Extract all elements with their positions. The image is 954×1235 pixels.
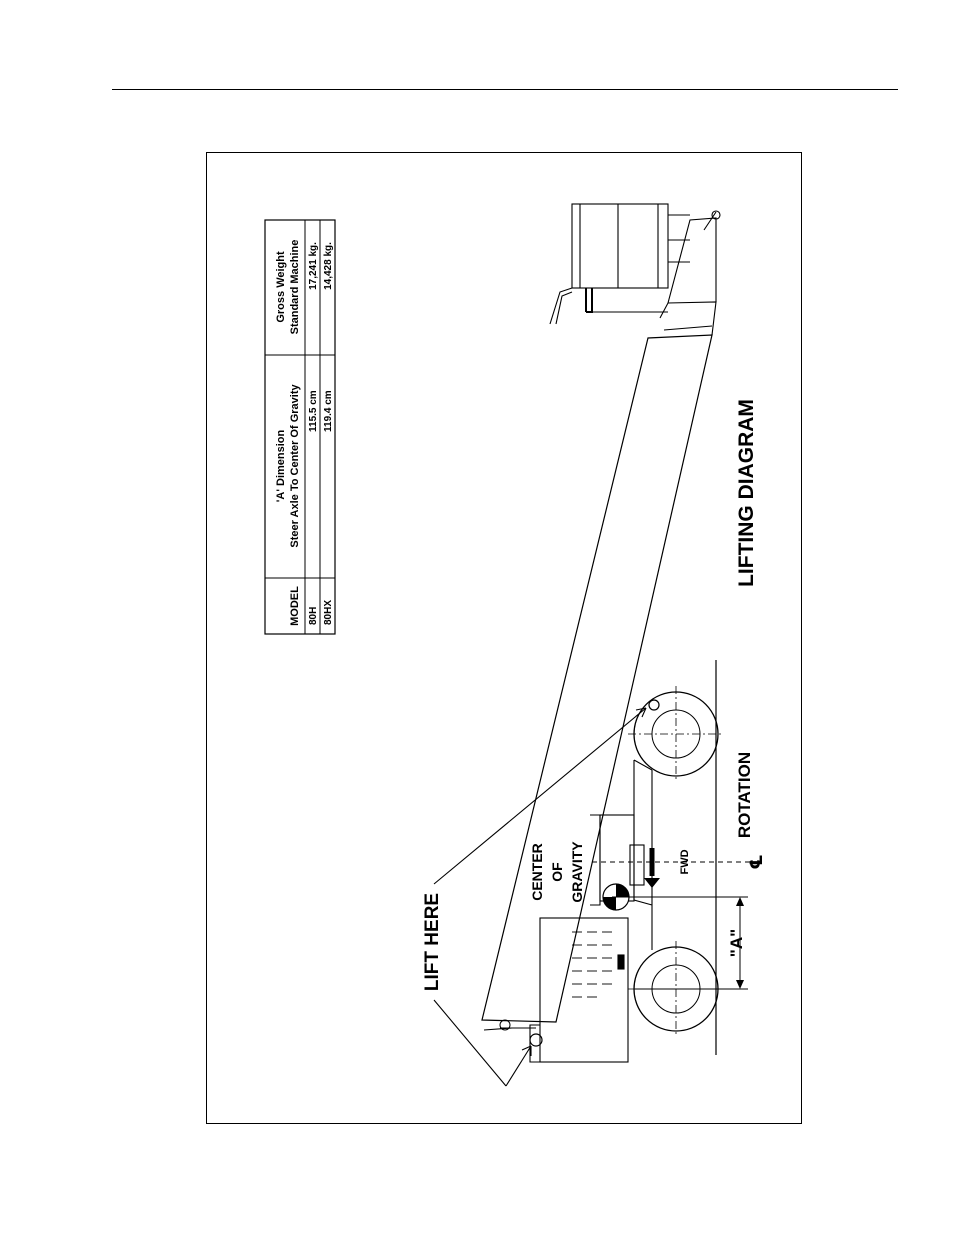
front-lift-eye	[649, 700, 659, 710]
centerline-symbol: ℄	[747, 854, 766, 869]
table-header-gross-line2: Standard Machine	[289, 240, 301, 335]
engine-compartment	[540, 918, 628, 1062]
table-row-2-a-dim: 119.4 cm	[323, 390, 334, 432]
machine-drawing	[482, 204, 724, 1062]
forward-arrow-icon	[644, 848, 660, 888]
fwd-label: FWD	[679, 849, 691, 874]
cog-label-line3: GRAVITY	[569, 841, 585, 903]
platform-basket	[550, 204, 690, 324]
table-header-a-dim-line2: Steer Axle To Center Of Gravity	[289, 384, 301, 548]
lift-here-label: LIFT HERE	[422, 893, 443, 991]
table-row-1-a-dim: 115.5 cm	[308, 390, 319, 432]
table-header-a-dim-line1: 'A' Dimension	[275, 429, 287, 502]
table-row-2-model: 80HX	[323, 600, 334, 625]
chassis	[634, 760, 652, 950]
a-dimension-label: "A"	[727, 929, 746, 957]
table-header-model: MODEL	[289, 586, 301, 626]
table-header-gross-line1: Gross Weight	[275, 251, 287, 323]
cog-label-line2: OF	[549, 862, 565, 882]
engine-grille	[572, 932, 612, 997]
table-row-2-gross: 14,428 kg.	[323, 242, 334, 290]
table-row-1-model: 80H	[308, 607, 319, 625]
table-row-1-gross: 17,241 kg.	[308, 242, 319, 290]
dimension-lines	[592, 862, 750, 989]
turntable	[590, 815, 600, 905]
cog-label-line1: CENTER	[529, 843, 545, 901]
diagram-title: LIFTING DIAGRAM	[735, 399, 758, 587]
boom	[482, 211, 720, 1030]
rotation-label: ROTATION	[735, 752, 754, 838]
front-wheel	[628, 686, 724, 782]
